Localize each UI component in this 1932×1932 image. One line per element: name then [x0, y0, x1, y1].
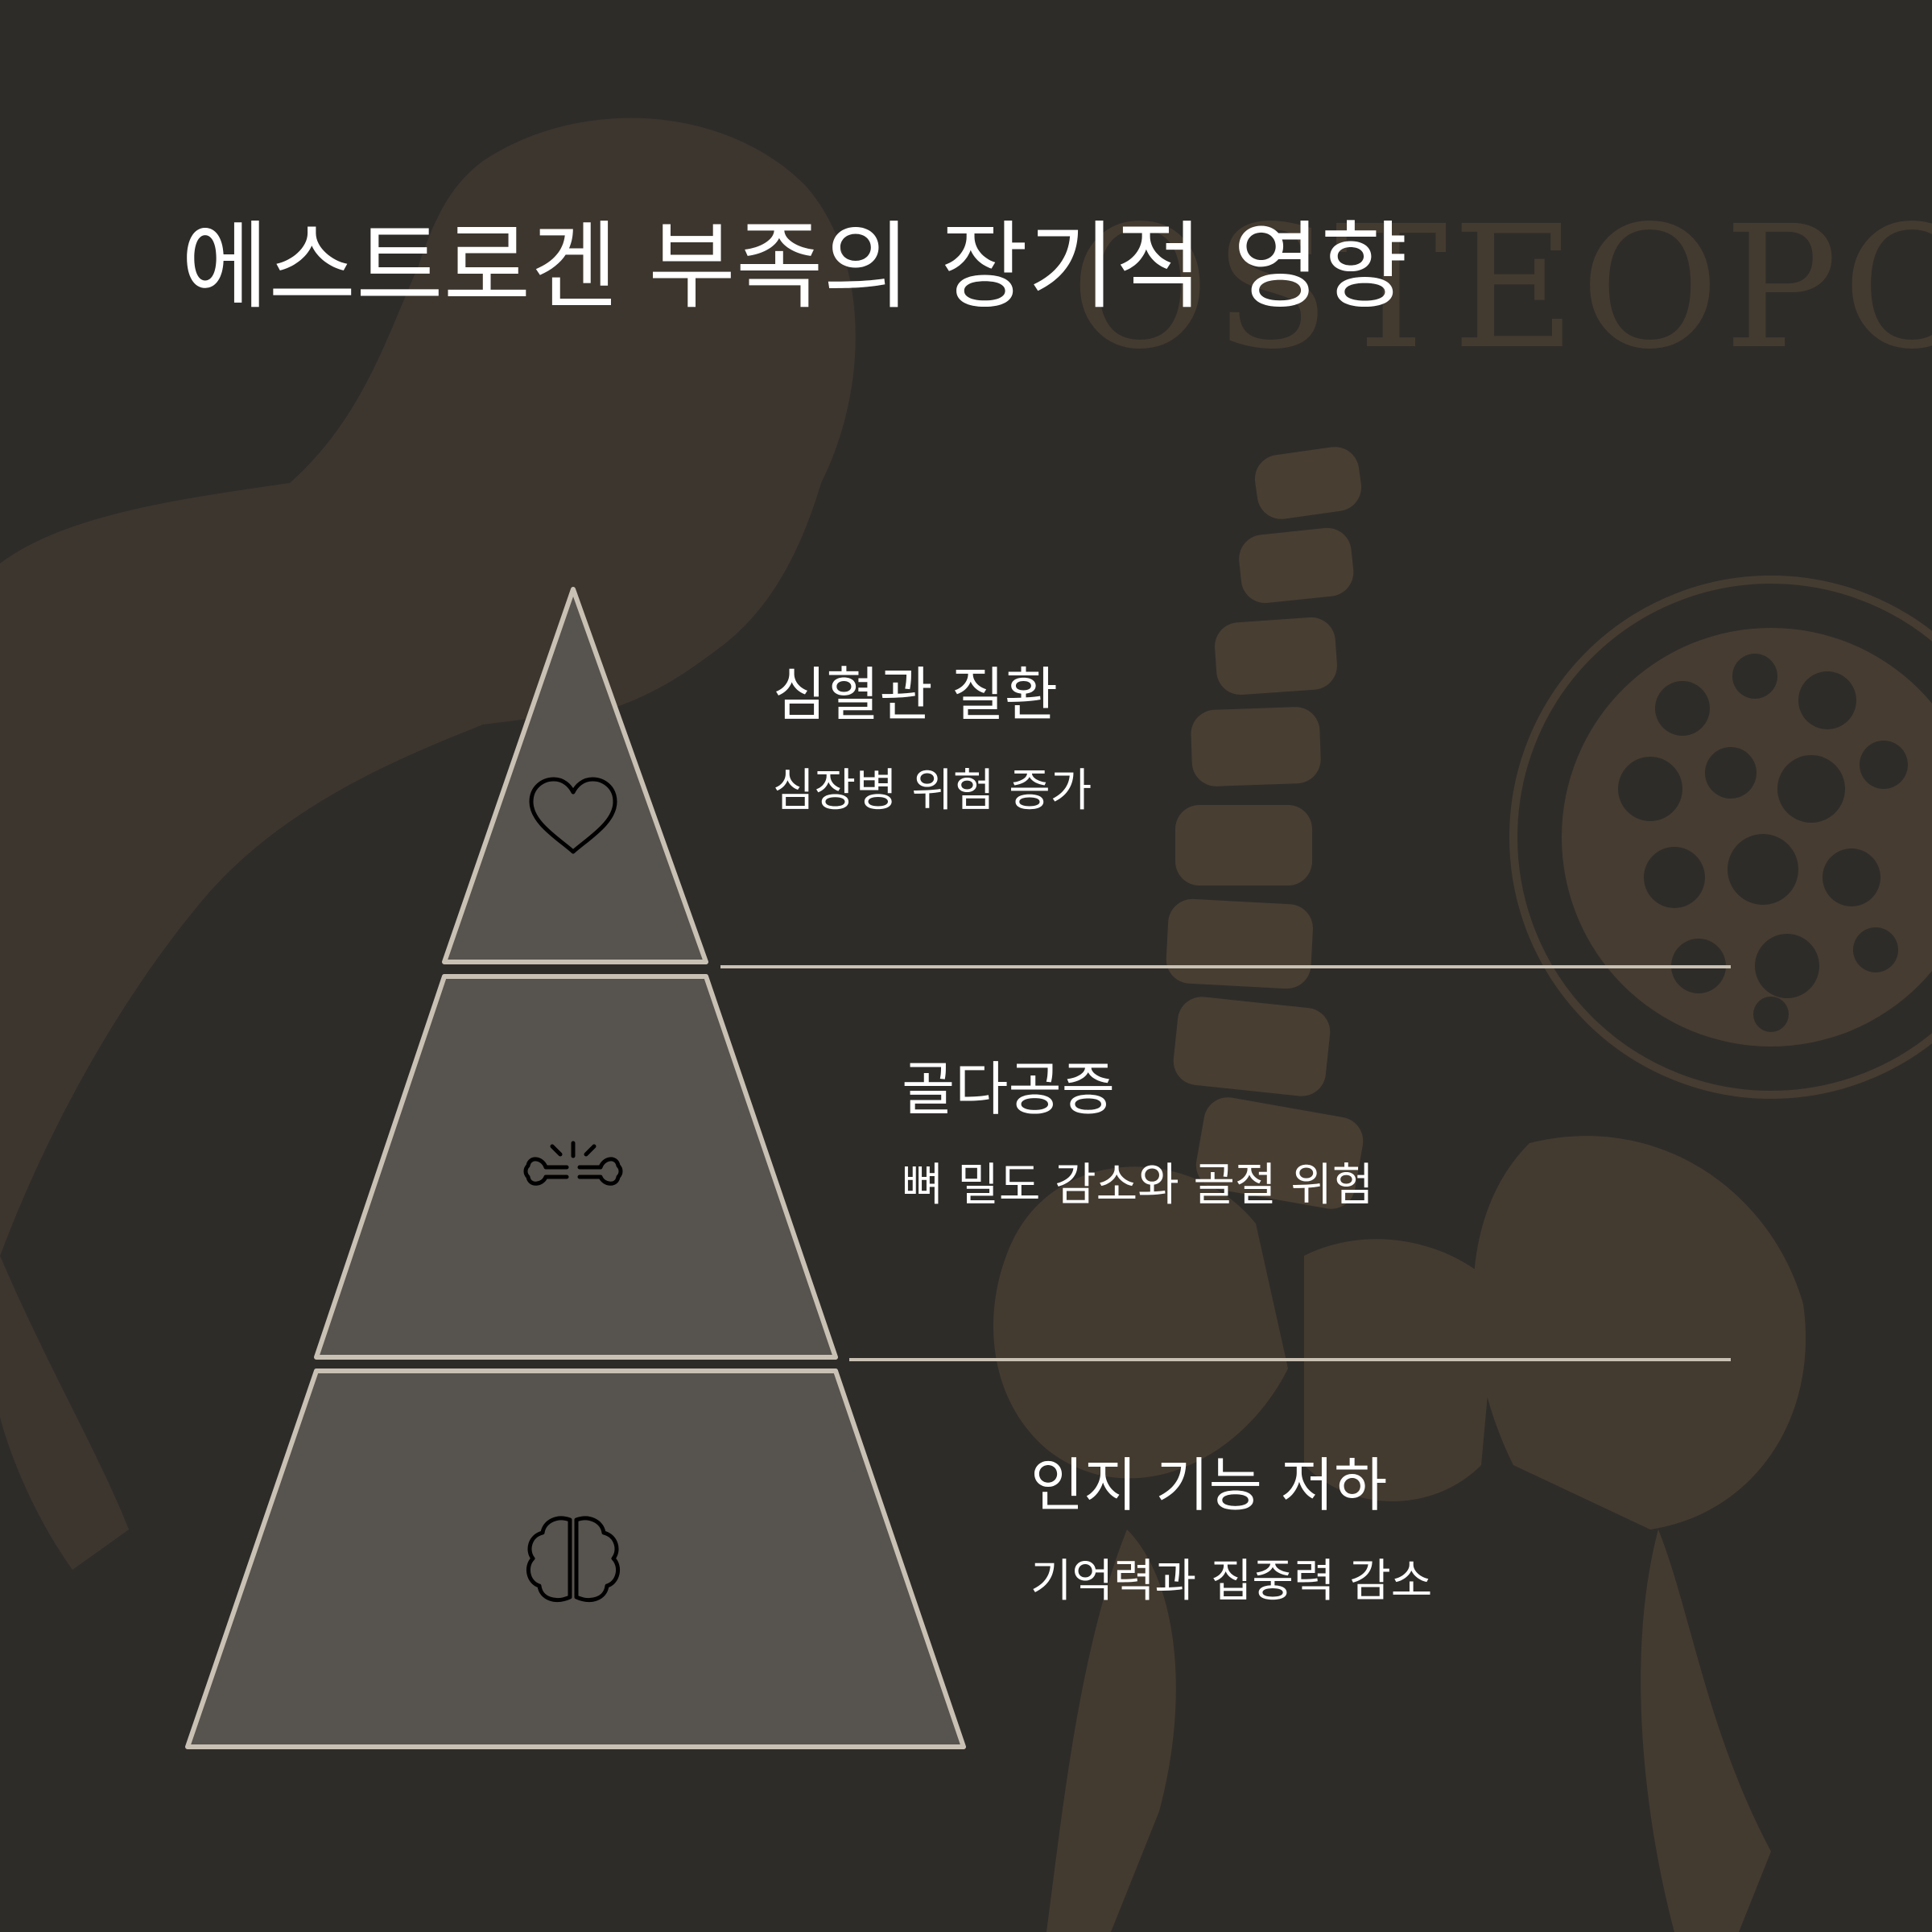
pelvis-figure	[993, 1136, 1806, 1932]
tier-1-heading: 심혈관 질환	[773, 661, 1059, 729]
tier-divider-1	[720, 965, 1731, 968]
tier-2-heading: 골다공증	[902, 1055, 1115, 1123]
pyramid-tier-2	[314, 974, 838, 1360]
heart-icon	[529, 777, 617, 854]
tier-1-description: 심장병 위험 증가	[773, 765, 1092, 817]
background-watermark: OSTEOPORO	[1071, 189, 1932, 386]
bone-crosssection-figure	[1509, 576, 1932, 1099]
woman-figure	[0, 118, 856, 1570]
brain-icon	[526, 1516, 621, 1602]
tier-label-1: 심혈관 질환 심장병 위험 증가	[773, 658, 1092, 819]
tier-3-description: 기억력과 집중력 감소	[1030, 1555, 1433, 1608]
pyramid-tier-1	[442, 587, 708, 964]
tier-label-3: 인지 기능 저하 기억력과 집중력 감소	[1030, 1449, 1432, 1610]
tier-3-heading: 인지 기능 저하	[1030, 1451, 1388, 1519]
tier-label-2: 골다공증 뼈 밀도 감소와 골절 위험	[902, 1053, 1373, 1214]
tier-2-description: 뼈 밀도 감소와 골절 위험	[902, 1159, 1374, 1212]
page-title: 에스트로겐 부족의 장기적 영향	[181, 211, 1408, 322]
spine-figure	[1166, 447, 1364, 1209]
tier-divider-2	[849, 1358, 1731, 1361]
broken-bone-icon	[523, 1141, 623, 1186]
